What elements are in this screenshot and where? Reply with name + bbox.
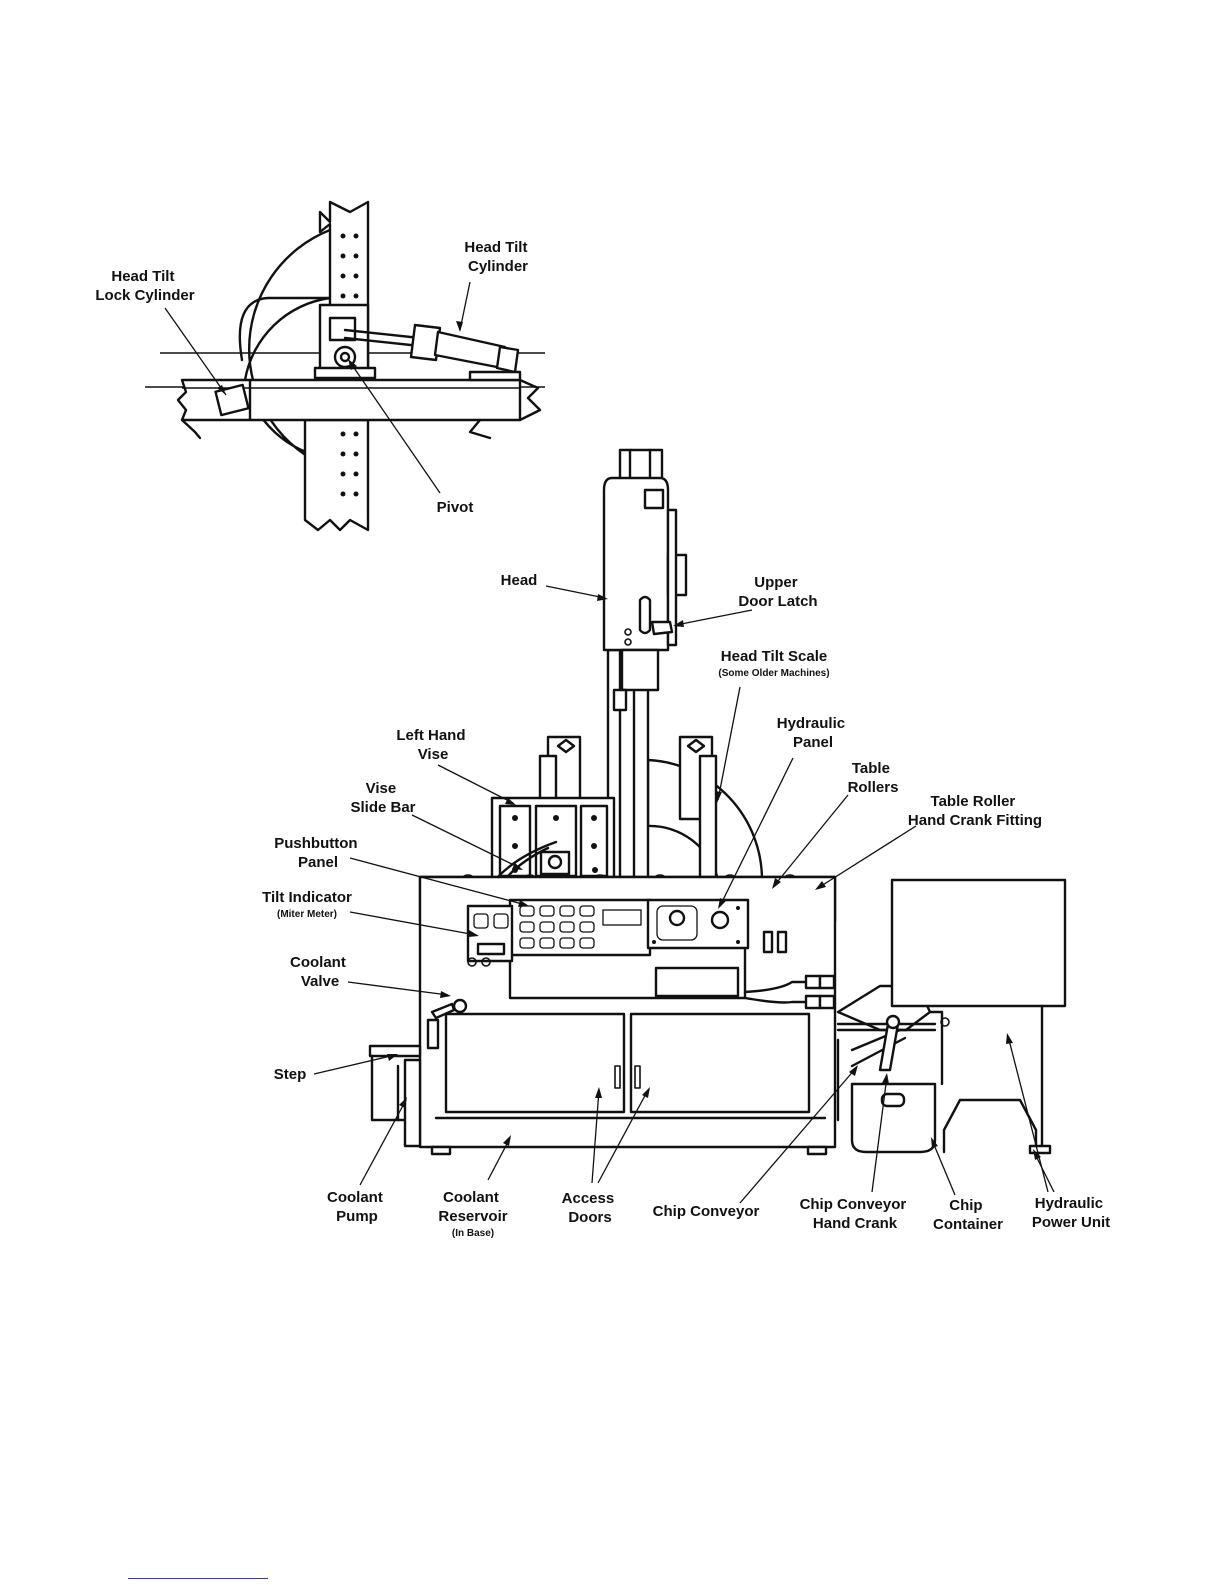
chip-container: [850, 1010, 950, 1154]
tilt-indicator: [466, 904, 514, 967]
label-head-tilt-cylinder: Head Tilt Cylinder: [464, 239, 531, 275]
label-chip-conveyor-hand-crank: Chip Conveyor Hand Crank: [800, 1196, 911, 1232]
hydraulic-panel: [646, 898, 750, 950]
leader-lines: [164, 281, 1055, 1204]
bandsaw-machine: [368, 448, 1067, 1156]
label-coolant-valve: Coolant Valve: [290, 954, 350, 990]
callout-labels: Head Tilt Lock Cylinder Head Tilt Cylind…: [95, 239, 1110, 1239]
label-tilt-indicator-note: (Miter Meter): [277, 909, 337, 920]
head-tilt-scale: [646, 758, 764, 882]
hydraulic-power-unit: [890, 878, 1067, 1155]
saw-head: [602, 448, 688, 712]
head-tilt-detail: [145, 200, 545, 532]
pushbutton-panel: [508, 898, 652, 957]
left-hand-vise: [490, 796, 616, 884]
label-step: Step: [274, 1066, 307, 1083]
column-bolts: [340, 233, 359, 497]
label-chip-container: Chip Container: [933, 1197, 1003, 1233]
label-tilt-indicator: Tilt Indicator: [262, 889, 352, 906]
head-tilt-cylinder-body: [343, 323, 522, 382]
label-table-roller-hand-crank-fitting: Table Roller Hand Crank Fitting: [908, 793, 1042, 829]
label-coolant-pump: Coolant Pump: [327, 1189, 387, 1225]
coolant-valve: [430, 998, 468, 1020]
label-hydraulic-panel: Hydraulic Panel: [777, 715, 850, 751]
label-head-tilt-scale-note: (Some Older Machines): [718, 668, 829, 679]
label-table-rollers: Table Rollers: [848, 760, 899, 796]
label-vise-slide-bar: Vise Slide Bar: [350, 780, 415, 816]
label-coolant-reservoir-note: (In Base): [452, 1228, 494, 1239]
access-door-left: [444, 1012, 626, 1114]
label-access-doors: Access Doors: [562, 1190, 619, 1226]
hose-fittings: [743, 930, 836, 1010]
label-coolant-reservoir: Coolant Reservoir: [438, 1189, 507, 1225]
label-chip-conveyor: Chip Conveyor: [653, 1203, 760, 1220]
label-hydraulic-power-unit: Hydraulic Power Unit: [1032, 1195, 1110, 1231]
label-pushbutton-panel: Pushbutton Panel: [274, 835, 362, 871]
access-door-right: [629, 1012, 811, 1114]
label-pivot: Pivot: [437, 499, 474, 516]
step: [368, 1044, 422, 1148]
label-head-tilt-scale: Head Tilt Scale: [721, 648, 827, 665]
label-head-tilt-lock-cylinder: Head Tilt Lock Cylinder: [95, 268, 194, 304]
label-left-hand-vise: Left Hand Vise: [396, 727, 469, 763]
label-upper-door-latch: Upper Door Latch: [738, 574, 817, 610]
tilt-beam: [176, 378, 522, 422]
label-head: Head: [501, 572, 538, 589]
footer-rule: [128, 1578, 268, 1579]
